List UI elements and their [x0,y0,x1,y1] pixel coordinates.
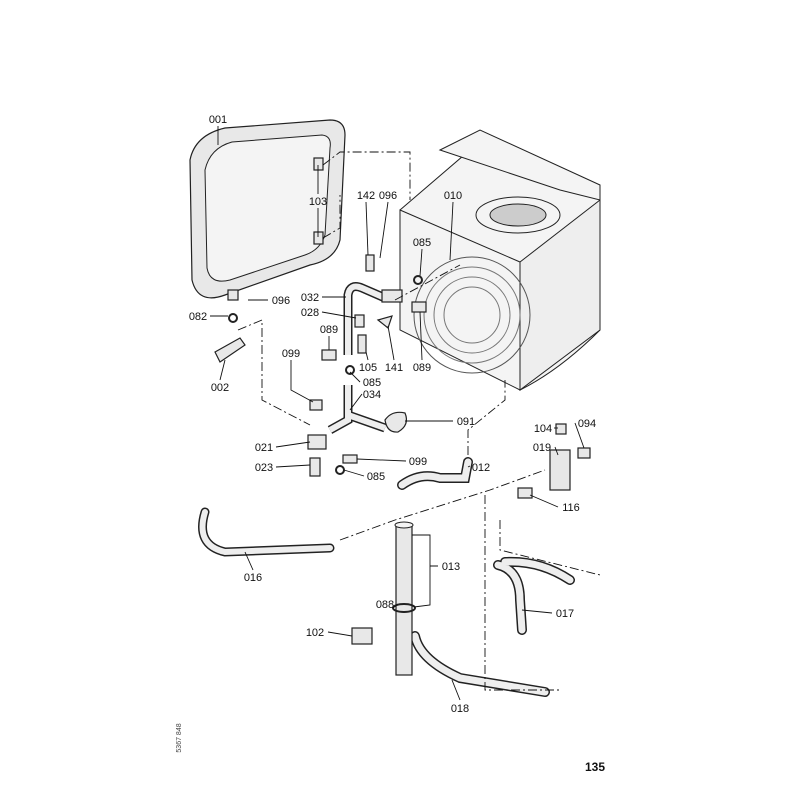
label-085: 085 [367,471,385,483]
label-089: 089 [320,324,338,336]
label-141: 141 [385,362,403,374]
label-082: 082 [189,311,207,323]
label-096: 096 [272,295,290,307]
label-010: 010 [444,190,462,202]
label-091: 091 [457,416,475,428]
label-094: 094 [578,418,596,430]
label-019: 019 [533,442,551,454]
label-104: 104 [534,423,552,435]
label-102: 102 [306,627,324,639]
label-085: 085 [413,237,431,249]
label-032: 032 [301,292,319,304]
pipe-012-inner [398,458,472,489]
label-096: 096 [379,190,397,202]
label-001: 001 [209,114,227,126]
label-034: 034 [363,389,381,401]
label-012: 012 [472,462,490,474]
siphon-top [394,521,414,529]
label-028: 028 [301,307,319,319]
hose-017-inner [494,558,574,634]
label-016: 016 [244,572,262,584]
assembly-lines [237,151,601,691]
label-088: 088 [376,599,394,611]
pipe-034-inner [328,385,386,433]
label-023: 023 [255,462,273,474]
label-089: 089 [413,362,431,374]
label-018: 018 [451,703,469,715]
label-116: 116 [562,502,580,514]
leader-lines [210,126,585,701]
label-105: 105 [359,362,377,374]
siphon-013 [395,524,413,676]
label-017: 017 [556,608,574,620]
hose-018-inner [411,632,549,696]
label-021: 021 [255,442,273,454]
pipe-032-inner [345,283,387,355]
drawing-code: 5367 848 [176,723,183,752]
small-parts [214,157,591,645]
hose-016-inner [199,509,333,556]
page-number: 135 [585,760,605,774]
expansion-vessel [189,119,346,299]
label-099: 099 [282,348,300,360]
label-002: 002 [211,382,229,394]
label-085: 085 [363,377,381,389]
label-142: 142 [357,190,375,202]
boiler-housing [399,129,601,391]
label-013: 013 [442,561,460,573]
label-099: 099 [409,456,427,468]
label-103: 103 [309,196,327,208]
